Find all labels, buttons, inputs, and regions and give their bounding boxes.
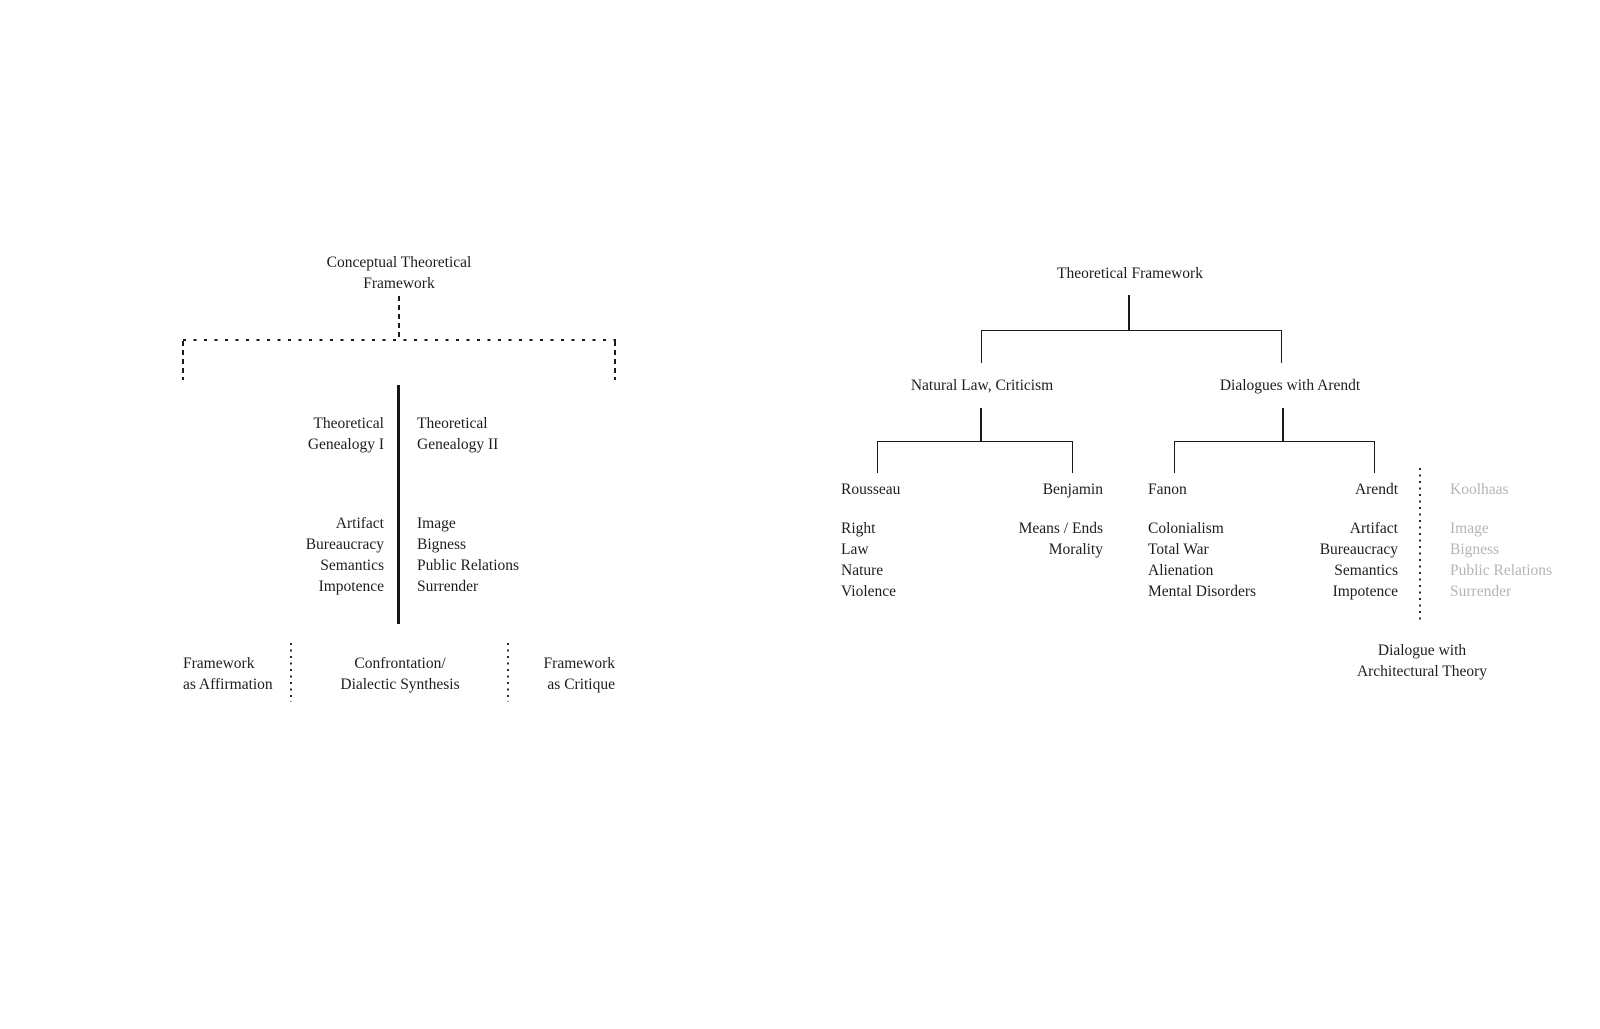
bottom-divider-left-line	[290, 643, 292, 702]
list-item: Surrender	[417, 578, 479, 595]
node-benjamin: Benjamin	[1042, 481, 1103, 498]
list-item: Mental Disorders	[1148, 583, 1257, 600]
left-title-line2: Framework	[363, 275, 435, 292]
rousseau-list: Right Law Nature Violence	[841, 518, 896, 602]
caption-line1: Dialogue with	[1377, 642, 1467, 659]
caption-line2: Architectural Theory	[1356, 663, 1488, 680]
root-stem-line	[1128, 295, 1130, 330]
list-item: Impotence	[318, 578, 384, 595]
list-item: Means / Ends	[1018, 520, 1103, 537]
koolhaas-divider-line	[1419, 468, 1421, 622]
list-item: Colonialism	[1148, 520, 1224, 537]
list-item: Surrender	[1450, 583, 1512, 600]
node-arendt: Arendt	[1354, 481, 1398, 498]
list-item: Alienation	[1148, 562, 1214, 579]
genealogy2-list: Image Bigness Public Relations Surrender	[417, 513, 637, 597]
list-item: Public Relations	[417, 557, 520, 574]
list-item: Bigness	[1450, 541, 1500, 558]
label-line1: Framework	[543, 655, 615, 672]
list-item: Violence	[841, 583, 897, 600]
genealogy1-label: Theoretical Genealogy I	[184, 413, 384, 455]
list-item: Bigness	[417, 536, 467, 553]
branch2-bracket-line	[1174, 441, 1375, 473]
left-dashed-end-left-line	[182, 341, 184, 380]
koolhaas-list: Image Bigness Public Relations Surrender	[1450, 518, 1552, 602]
genealogy1-label-line2: Genealogy I	[307, 436, 384, 453]
list-item: Semantics	[320, 557, 384, 574]
node-rousseau: Rousseau	[841, 481, 901, 498]
label-line2: as Affirmation	[183, 676, 273, 693]
root-bracket-line	[981, 330, 1282, 363]
left-central-axis-line	[397, 385, 400, 624]
left-diagram-title: Conceptual Theoretical Framework	[249, 252, 549, 294]
label-line1: Framework	[183, 655, 255, 672]
node-koolhaas: Koolhaas	[1450, 481, 1509, 498]
genealogy1-label-line1: Theoretical	[313, 415, 384, 432]
left-dotted-span-line	[183, 339, 616, 341]
list-item: Bureaucracy	[1319, 541, 1398, 558]
branch-dialogues-arendt-label: Dialogues with Arendt	[1219, 377, 1361, 394]
branch-natural-law-label: Natural Law, Criticism	[910, 377, 1054, 394]
list-item: Image	[1450, 520, 1489, 537]
fanon-list: Colonialism Total War Alienation Mental …	[1148, 518, 1256, 602]
benjamin-list: Means / Ends Morality	[953, 518, 1103, 560]
left-title-line1: Conceptual Theoretical	[326, 254, 472, 271]
label-line2: Dialectic Synthesis	[340, 676, 460, 693]
genealogy2-label-line2: Genealogy II	[417, 436, 499, 453]
list-item: Image	[417, 515, 456, 532]
left-dashed-stem-line	[398, 296, 400, 340]
list-item: Total War	[1148, 541, 1209, 558]
list-item: Artifact	[1349, 520, 1398, 537]
list-item: Law	[841, 541, 869, 558]
genealogy2-label-line1: Theoretical	[417, 415, 488, 432]
genealogy2-label: Theoretical Genealogy II	[417, 413, 637, 455]
genealogy1-list: Artifact Bureaucracy Semantics Impotence	[184, 513, 384, 597]
label-line2: as Critique	[547, 676, 615, 693]
left-dashed-end-right-line	[614, 341, 616, 380]
right-diagram-title: Theoretical Framework	[1057, 265, 1203, 282]
list-item: Semantics	[1334, 562, 1398, 579]
arendt-list: Artifact Bureaucracy Semantics Impotence	[1248, 518, 1398, 602]
bottom-divider-right-line	[507, 643, 509, 702]
branch2-stem-line	[1282, 408, 1284, 441]
list-item: Nature	[841, 562, 884, 579]
architectural-theory-caption: Dialogue with Architectural Theory	[1312, 640, 1532, 682]
framework-as-affirmation-label: Framework as Affirmation	[183, 653, 273, 695]
label-line1: Confrontation/	[354, 655, 446, 672]
node-fanon: Fanon	[1148, 481, 1187, 498]
list-item: Artifact	[335, 515, 384, 532]
list-item: Morality	[1048, 541, 1103, 558]
list-item: Bureaucracy	[305, 536, 384, 553]
framework-as-critique-label: Framework as Critique	[415, 653, 615, 695]
list-item: Right	[841, 520, 876, 537]
list-item: Public Relations	[1450, 562, 1553, 579]
list-item: Impotence	[1332, 583, 1398, 600]
confrontation-label: Confrontation/ Dialectic Synthesis	[290, 653, 510, 695]
branch1-bracket-line	[877, 441, 1073, 473]
branch1-stem-line	[980, 408, 982, 441]
